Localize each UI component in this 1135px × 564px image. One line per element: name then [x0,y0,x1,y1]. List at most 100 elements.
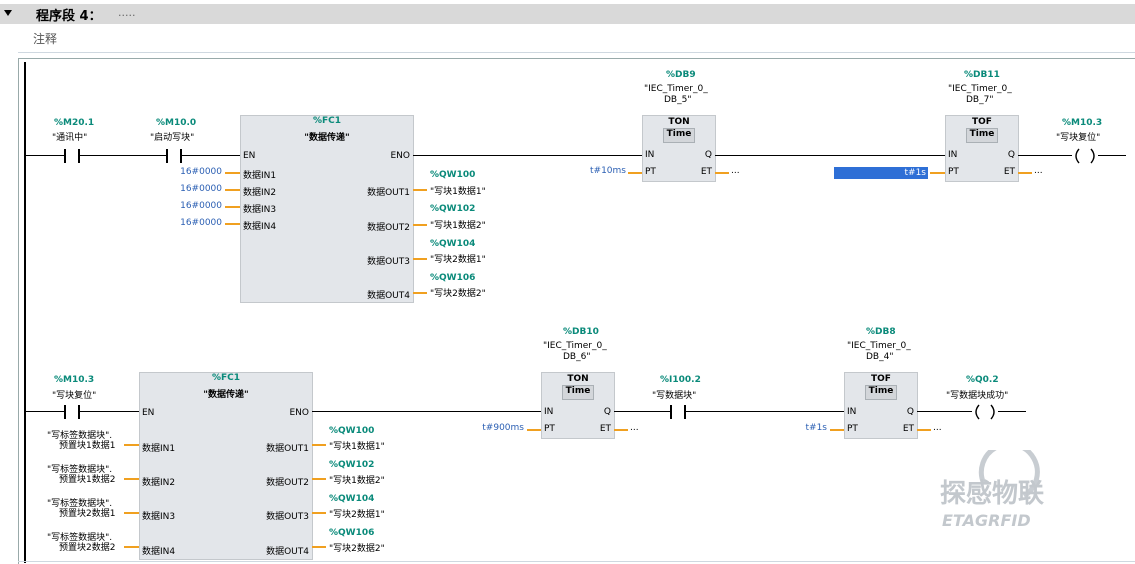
fc1-block[interactable]: %FC1 "数据传递" EN ENO 数据IN1 数据IN2 数据IN3 数据I… [240,115,414,303]
pin-q: Q [704,150,712,160]
watermark-text-cn: 探感物联 [940,479,1044,509]
input-constant[interactable]: 16#0000 [180,167,222,177]
pin-in: 数据IN4 [243,222,277,232]
pin-wire [225,172,240,174]
input-source[interactable]: "写标签数据块". [47,499,113,509]
tof-timer-db11[interactable]: TOF Time IN Q PT ET [945,115,1019,182]
output-symbol[interactable]: "写块2数据2" [430,289,486,299]
wire [1098,155,1126,156]
divider [18,52,1135,53]
output-symbol[interactable]: "写块1数据1" [430,187,486,197]
ladder-frame [18,58,1135,564]
pin-out: 数据OUT4 [266,547,309,557]
coil-address: %Q0.2 [966,375,999,385]
pin-in: 数据IN2 [243,188,277,198]
output-address: %QW106 [329,528,375,538]
input-source[interactable]: 预置块1数据1 [59,441,116,451]
coil-q0-2[interactable] [972,404,998,420]
input-source[interactable]: 预置块2数据2 [59,543,116,553]
pin-en: EN [243,151,256,161]
pin-wire [527,429,541,431]
pin-in: IN [948,150,958,160]
output-symbol[interactable]: "写块2数据2" [329,544,385,554]
contact-address: %M20.1 [54,118,95,128]
input-constant[interactable]: 16#0000 [180,184,222,194]
pin-wire [1018,172,1032,174]
pin-wire [413,292,427,294]
input-source[interactable]: 预置块2数据1 [59,509,116,519]
timer-type: TON [567,374,589,384]
pin-pt: PT [948,167,959,177]
pin-out: 数据OUT4 [367,291,410,301]
pin-out: 数据OUT3 [367,257,410,267]
pin-pt: PT [847,424,858,434]
timer-instance: "IEC_Timer_0_ [543,341,607,351]
timer-instance: DB_6" [563,352,591,362]
pin-wire [413,189,427,191]
pin-wire [628,172,642,174]
pin-in: IN [645,150,655,160]
wire [614,411,670,412]
timer-instance: "IEC_Timer_0_ [644,84,708,94]
pin-wire [715,172,729,174]
input-constant[interactable]: 16#0000 [180,218,222,228]
pin-in: 数据IN4 [142,547,176,557]
pt-value[interactable]: t#900ms [482,423,524,433]
time-type-box[interactable]: Time [865,385,897,400]
network-title-placeholder[interactable]: ..... [118,6,136,19]
pin-wire [124,478,139,480]
pin-wire [225,223,240,225]
output-symbol[interactable]: "写块1数据1" [329,442,385,452]
et-value[interactable]: ... [1034,166,1043,176]
input-constant[interactable]: 16#0000 [180,201,222,211]
tof-timer-db8[interactable]: TOF Time IN Q PT ET [844,372,918,439]
input-source[interactable]: "写标签数据块". [47,431,113,441]
output-symbol[interactable]: "写块2数据1" [329,510,385,520]
pin-wire [312,478,326,480]
wire [998,411,1026,412]
wire [80,155,166,156]
timer-type: TOF [972,117,992,127]
coil-m10-3[interactable] [1072,148,1098,164]
ton-timer-db10[interactable]: TON Time IN Q PT ET [541,372,615,439]
network-comment[interactable]: 注释 [33,32,58,46]
wire [686,411,844,412]
coil-symbol: "写块复位" [1056,133,1101,143]
time-type-box[interactable]: Time [562,385,594,400]
contact-symbol: "写块复位" [52,391,97,401]
pin-et: ET [599,424,611,434]
ton-timer-db9[interactable]: TON Time IN Q PT ET [642,115,716,182]
input-source[interactable]: "写标签数据块". [47,465,113,475]
timer-db: %DB8 [866,327,896,337]
time-type-box[interactable]: Time [663,128,695,143]
et-value[interactable]: ... [630,423,639,433]
pin-wire [930,172,945,174]
wire [26,155,64,156]
timer-db: %DB11 [964,70,1000,80]
pin-eno: ENO [390,151,410,161]
contact-symbol: "通讯中" [52,133,88,143]
pin-wire [830,429,844,431]
output-symbol[interactable]: "写块2数据1" [430,255,486,265]
et-value[interactable]: ... [731,166,740,176]
pt-value[interactable]: t#10ms [590,166,626,176]
input-source[interactable]: 预置块1数据2 [59,475,116,485]
pin-wire [312,444,326,446]
pin-in: IN [544,407,554,417]
et-value[interactable]: ... [933,423,942,433]
input-source[interactable]: "写标签数据块". [47,533,113,543]
output-symbol[interactable]: "写块1数据2" [430,221,486,231]
output-symbol[interactable]: "写块1数据2" [329,476,385,486]
fc1-block[interactable]: %FC1 "数据传递" EN ENO 数据IN1 数据IN2 数据IN3 数据I… [139,372,313,560]
pt-value-selected[interactable]: t#1s [834,167,928,179]
coil-symbol: "写数据块成功" [946,391,1009,401]
pin-q: Q [906,407,914,417]
pin-et: ET [1003,167,1015,177]
output-address: %QW102 [430,204,476,214]
pin-out: 数据OUT1 [266,444,309,454]
pt-value[interactable]: t#1s [805,423,828,433]
time-type-box[interactable]: Time [966,128,998,143]
network-header[interactable]: 程序段 4： ..... [0,4,1135,24]
collapse-triangle-icon[interactable] [4,10,12,16]
pin-pt: PT [544,424,555,434]
